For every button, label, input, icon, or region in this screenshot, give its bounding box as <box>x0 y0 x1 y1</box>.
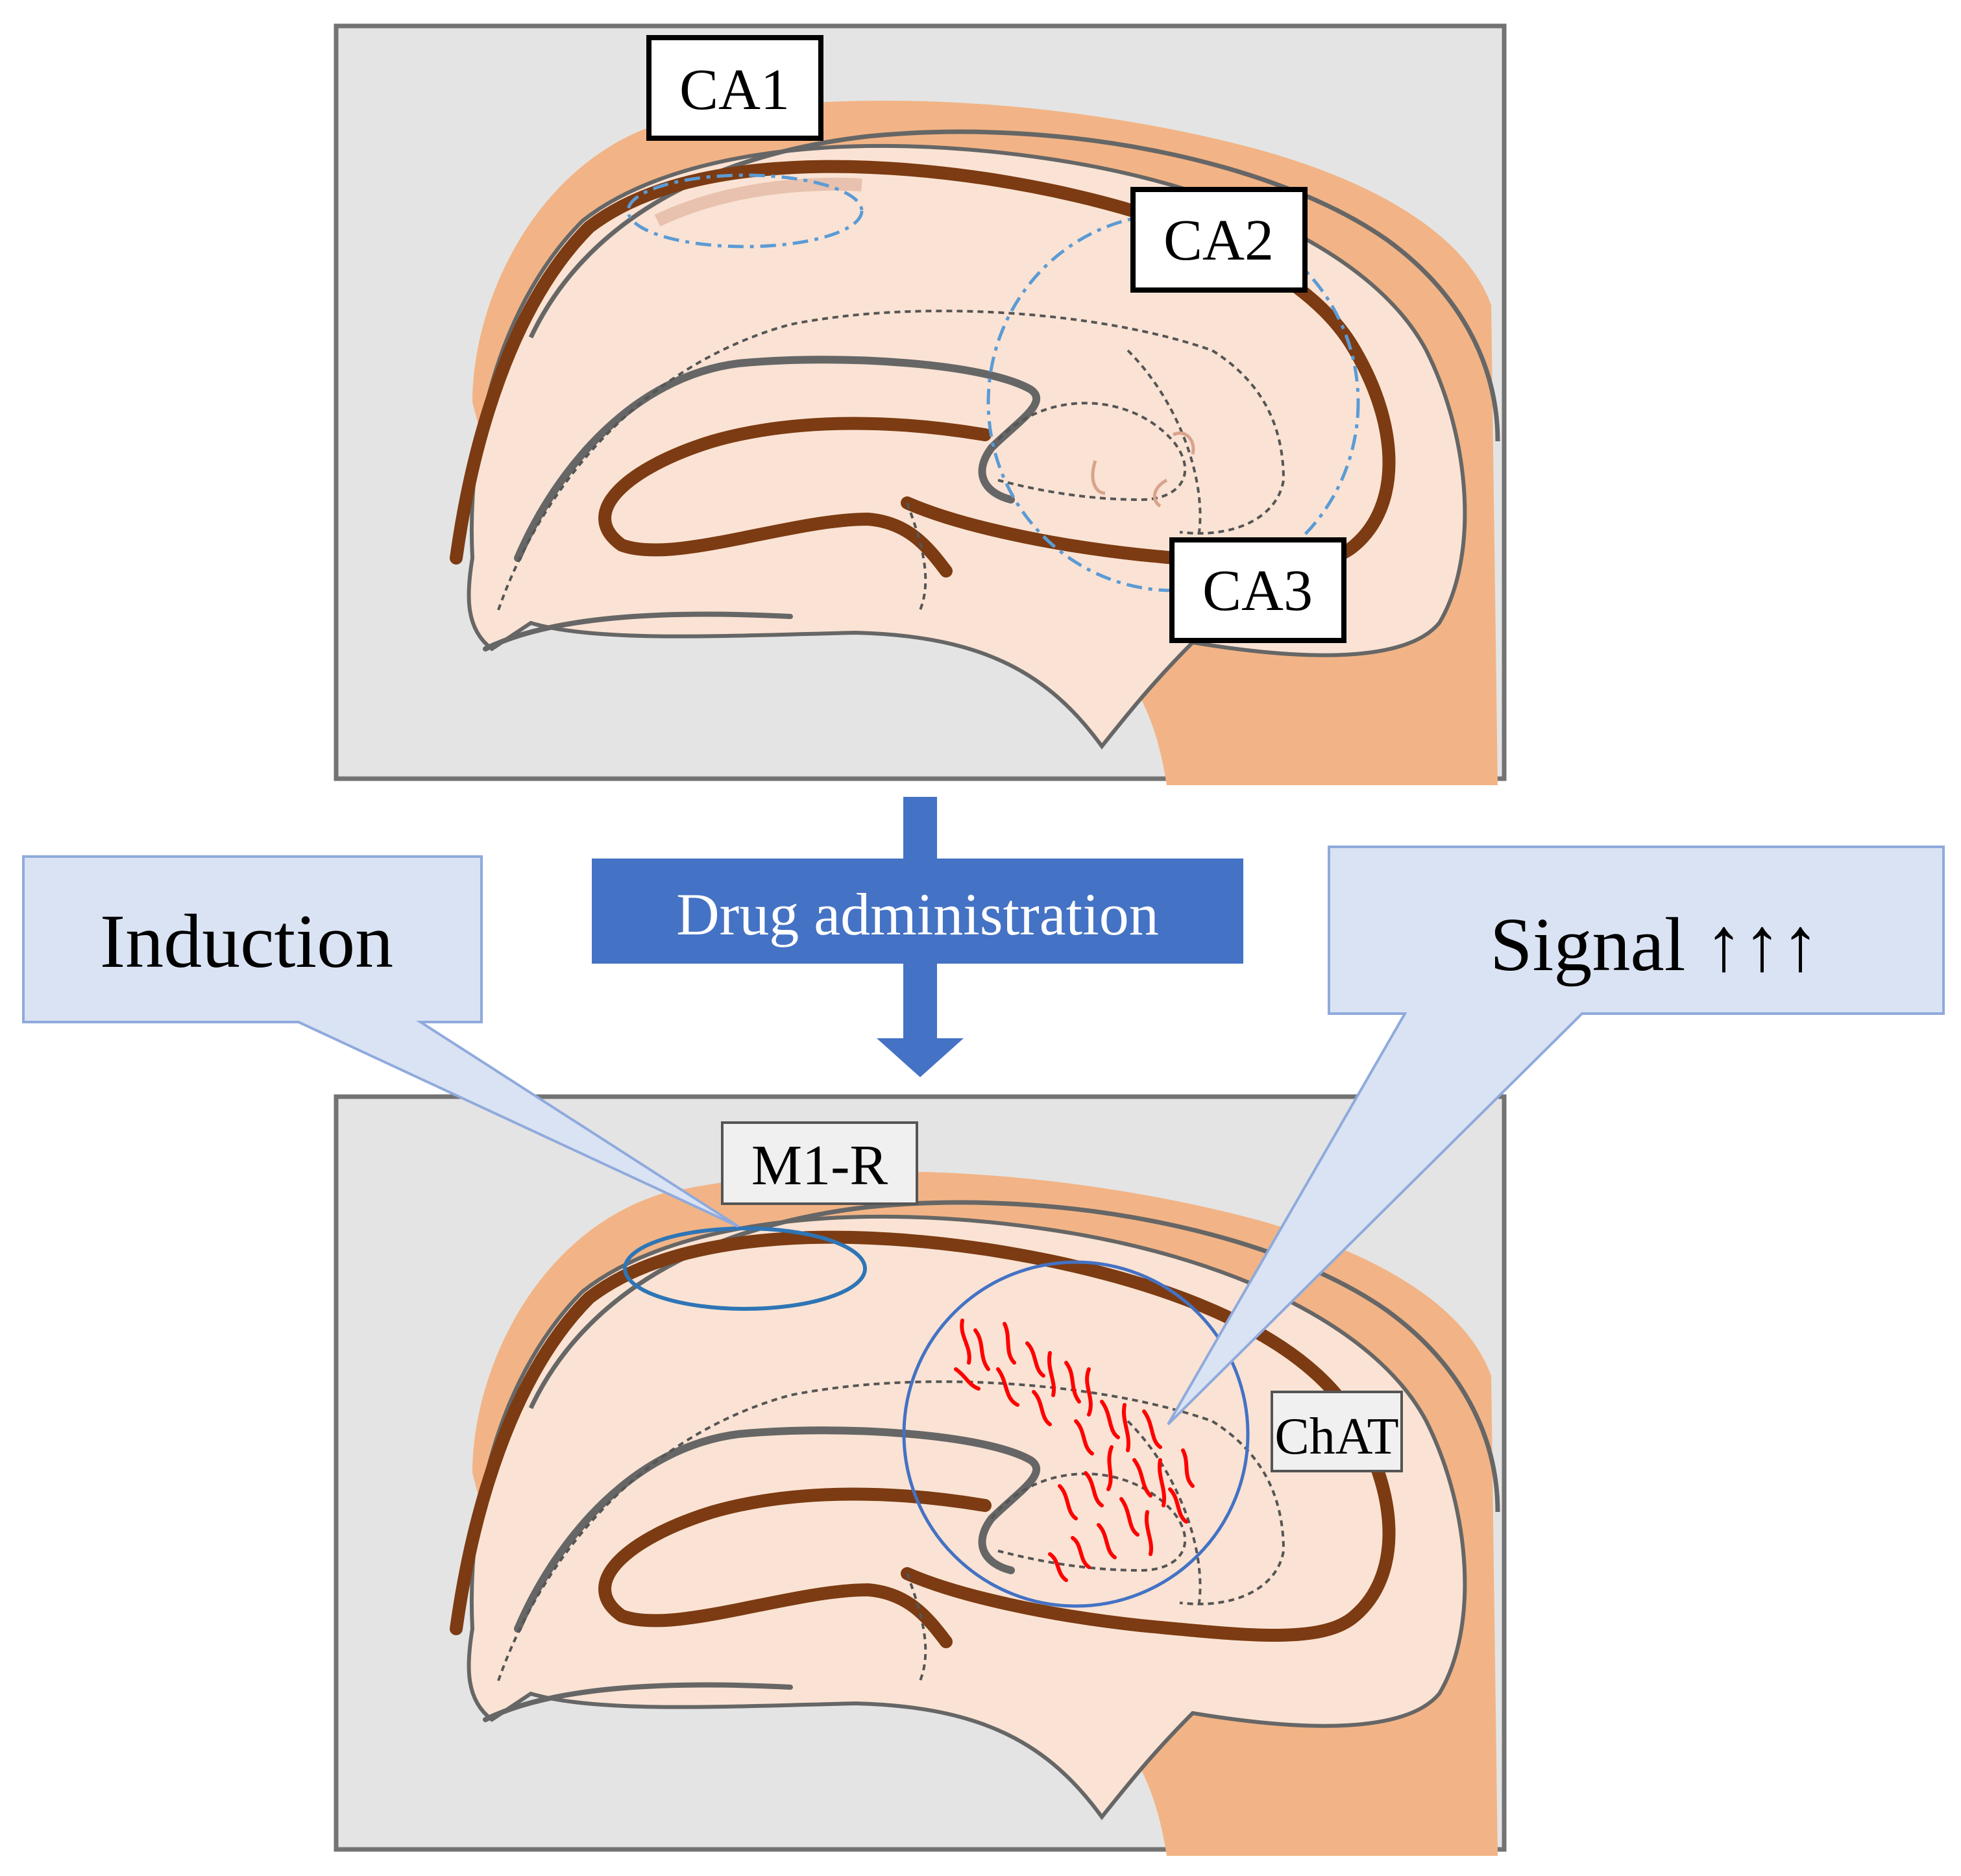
chat-signal-fibers <box>954 1319 1195 1582</box>
induction-label: Induction <box>100 899 393 984</box>
ca2-label: CA2 <box>1163 208 1274 273</box>
chat-label-box: ChAT <box>1271 1391 1403 1472</box>
arrow-head <box>877 964 964 1077</box>
drug-banner <box>592 859 1243 964</box>
ca2-label-box: CA2 <box>1130 187 1308 293</box>
m1r-label-box: M1-R <box>721 1121 918 1205</box>
ca1-faded-layer <box>654 177 862 227</box>
fiber-trace <box>1091 460 1106 495</box>
top-panel: CA1 CA2 CA3 <box>334 23 1507 785</box>
chat-label: ChAT <box>1274 1408 1398 1465</box>
signal-label: Signal ↑↑↑ <box>1490 902 1820 987</box>
chat-region-outline <box>902 1260 1250 1608</box>
ca1-label-box: CA1 <box>646 35 823 141</box>
induction-callout: Induction <box>22 855 740 1228</box>
fiber-trace <box>1152 478 1168 508</box>
drug-arrow: Drug administration <box>592 797 1243 1077</box>
drug-label: Drug administration <box>676 881 1159 947</box>
ca3-label-box: CA3 <box>1169 537 1346 643</box>
fiber-trace <box>1172 431 1195 455</box>
signal-callout: Signal ↑↑↑ <box>1167 846 1945 1426</box>
ca3-label: CA3 <box>1202 559 1313 623</box>
m1r-region-outline <box>623 1226 867 1311</box>
ca1-region-outline <box>626 173 864 249</box>
ca1-label: CA1 <box>679 58 790 122</box>
m1r-label: M1-R <box>751 1134 888 1197</box>
